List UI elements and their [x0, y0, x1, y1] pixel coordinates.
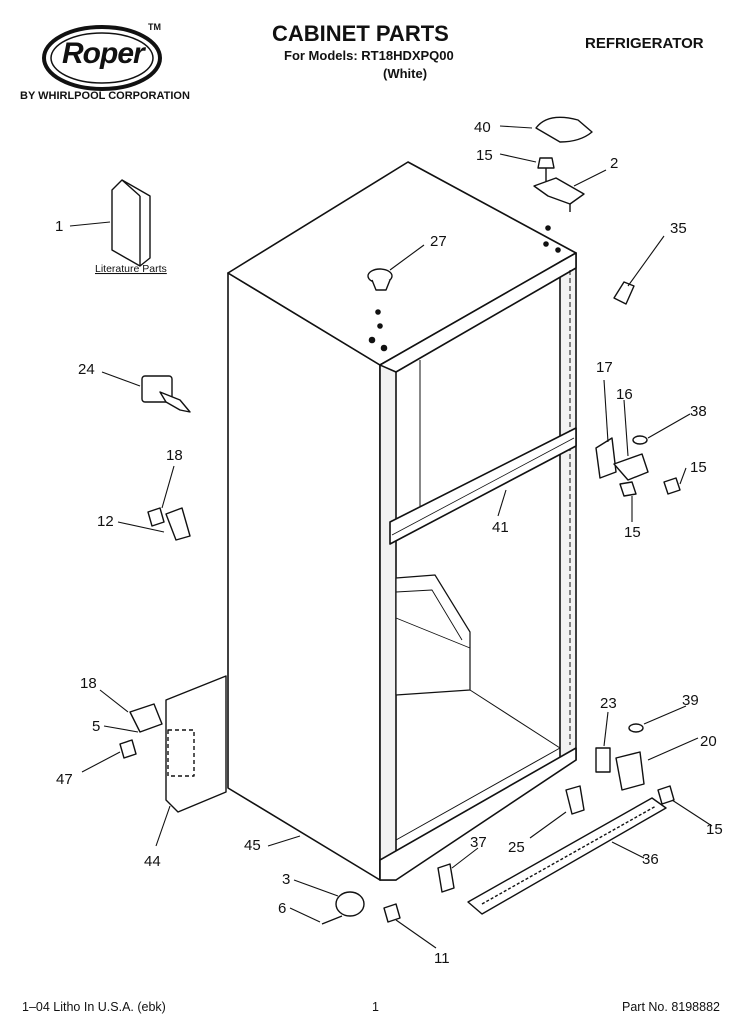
- models-line: For Models: RT18HDXPQ00: [284, 48, 454, 63]
- brand-byline: BY WHIRLPOOL CORPORATION: [20, 90, 190, 102]
- callout-12: 12: [97, 513, 114, 530]
- callout-27: 27: [430, 233, 447, 250]
- callout-2: 2: [610, 155, 618, 172]
- appliance-category: REFRIGERATOR: [585, 35, 704, 52]
- callout-15-top: 15: [476, 147, 493, 164]
- callout-16: 16: [616, 386, 633, 403]
- leader-lines: [69, 125, 713, 949]
- callout-5: 5: [92, 718, 100, 735]
- callout-18-upper: 18: [166, 447, 183, 464]
- callout-35: 35: [670, 220, 687, 237]
- brand-logo-text: Roper: [62, 37, 145, 70]
- callout-6: 6: [278, 900, 286, 917]
- roper-logo: [42, 25, 162, 91]
- callout-24: 24: [78, 361, 95, 378]
- callout-18-lower: 18: [80, 675, 97, 692]
- brand-trademark: TM: [148, 22, 161, 32]
- color-note: (White): [383, 66, 428, 81]
- callout-15-mid: 15: [624, 524, 641, 541]
- callout-3: 3: [282, 871, 290, 888]
- callout-44: 44: [144, 853, 161, 870]
- parts: [111, 116, 681, 925]
- callout-36: 36: [642, 851, 659, 868]
- page-title: CABINET PARTS: [272, 21, 449, 46]
- footer-part-number: Part No. 8198882: [622, 1000, 720, 1014]
- callout-1: 1: [55, 218, 63, 235]
- callout-11: 11: [434, 950, 450, 967]
- callout-40: 40: [474, 119, 491, 136]
- callout-39: 39: [682, 692, 699, 709]
- cabinet-body: [227, 161, 577, 881]
- callout-20: 20: [700, 733, 717, 750]
- footer-page-number: 1: [372, 1000, 379, 1014]
- callout-15-bottom: 15: [706, 821, 723, 838]
- callout-38: 38: [690, 403, 707, 420]
- callout-47: 47: [56, 771, 73, 788]
- callout-37: 37: [470, 834, 487, 851]
- callout-17: 17: [596, 359, 613, 376]
- callout-41: 41: [492, 519, 509, 536]
- callout-23: 23: [600, 695, 617, 712]
- footer-litho: 1–04 Litho In U.S.A. (ebk): [22, 1000, 166, 1014]
- callout-numbers: 1 2 3 5 6 11 12 15 15 15 15 16 17 18 18 …: [55, 119, 723, 967]
- literature-label: Literature Parts: [95, 263, 167, 275]
- callout-45: 45: [244, 837, 261, 854]
- callout-25: 25: [508, 839, 525, 856]
- callout-15-right: 15: [690, 459, 707, 476]
